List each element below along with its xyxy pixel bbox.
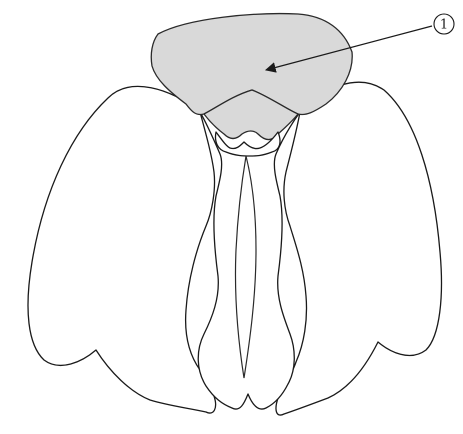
callout-number: 1 <box>440 18 448 33</box>
right-lateral-shape <box>276 82 441 415</box>
left-lateral-shape <box>28 86 216 413</box>
callout-marker-1: 1 <box>434 14 454 34</box>
